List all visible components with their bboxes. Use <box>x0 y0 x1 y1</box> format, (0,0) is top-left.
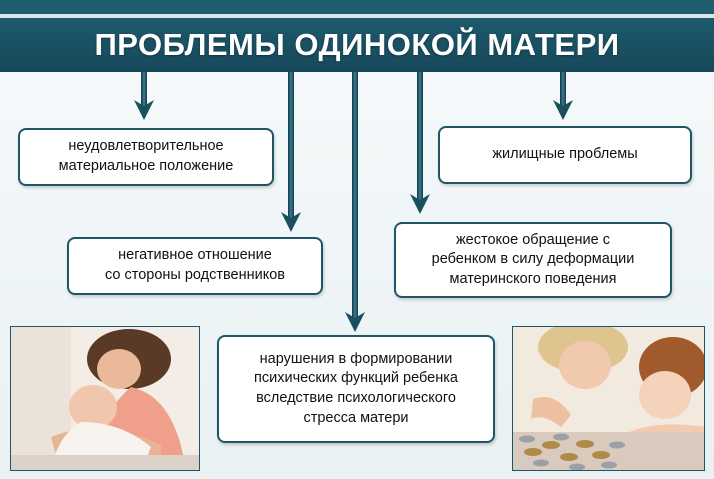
arrow-to-housing <box>553 72 573 120</box>
box-child-psych-disorders: нарушения в формировании психических фун… <box>217 335 495 443</box>
box-relatives-attitude: негативное отношение со стороны родствен… <box>67 237 323 295</box>
arrow-to-material <box>134 72 154 120</box>
box-relatives-text: негативное отношение со стороны родствен… <box>104 247 286 283</box>
coins-illustration <box>513 327 704 470</box>
mother-baby-illustration <box>11 327 199 470</box>
arrow-to-psych <box>345 72 365 332</box>
arrow-to-relatives <box>281 72 301 232</box>
box-housing-problems: жилищные проблемы <box>438 126 692 184</box>
mother-child-coins-photo <box>512 326 705 471</box>
box-housing-text: жилищные проблемы <box>492 146 638 163</box>
box-child-cruelty: жестокое обращение с ребенком в силу деф… <box>394 222 672 298</box>
box-material-text: неудовлетворительное материальное положе… <box>58 138 234 174</box>
mother-baby-photo <box>10 326 200 471</box>
box-cruelty-text: жестокое обращение с ребенком в силу деф… <box>431 231 635 287</box>
box-psych-text: нарушения в формировании психических фун… <box>254 350 458 426</box>
arrow-to-cruelty <box>410 72 430 214</box>
diagram-title: ПРОБЛЕМЫ ОДИНОКОЙ МАТЕРИ <box>94 27 620 62</box>
box-material-situation: неудовлетворительное материальное положе… <box>18 128 274 186</box>
title-bar: ПРОБЛЕМЫ ОДИНОКОЙ МАТЕРИ <box>0 18 714 72</box>
